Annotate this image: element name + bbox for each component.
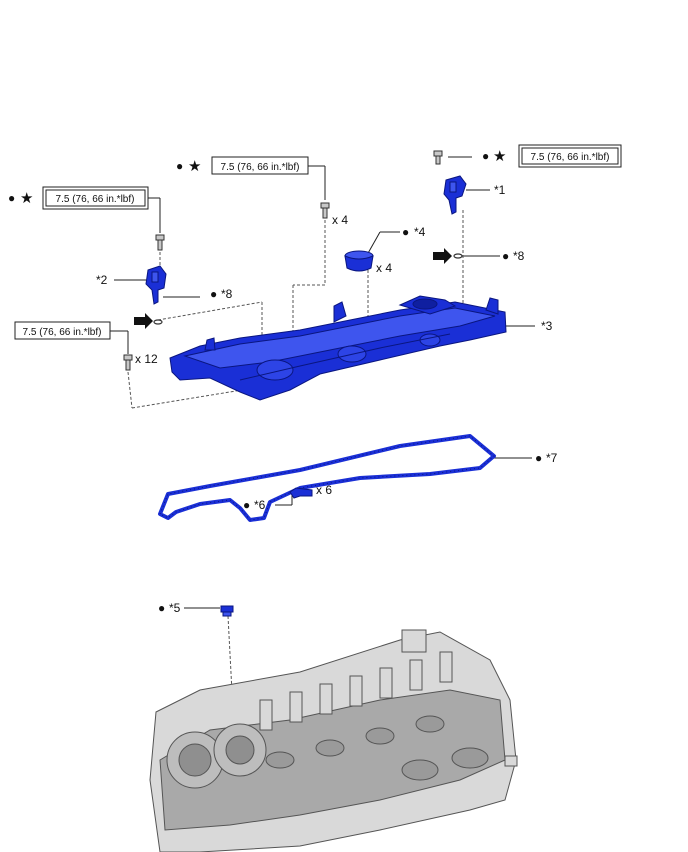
dot-symbol: ● xyxy=(402,225,409,239)
camshaft-position-sensor-icon xyxy=(443,175,467,215)
bolt-icon xyxy=(123,354,133,371)
star-icon: ★ xyxy=(20,190,33,207)
dot-symbol: ● xyxy=(210,287,217,301)
bolt-icon xyxy=(155,234,165,251)
camshaft-position-sensor-icon xyxy=(145,265,167,305)
torque-spec-text: 7.5 (76, 66 in.*lbf) xyxy=(221,162,300,173)
dot-symbol: ● xyxy=(502,249,509,263)
arrow-icon xyxy=(134,313,153,329)
callout-label: *7 xyxy=(546,451,558,465)
torque-spec-box-top-right: 7.5 (76, 66 in.*lbf) xyxy=(518,144,622,168)
quantity-label: x 4 xyxy=(376,261,392,275)
torque-spec-text: 7.5 (76, 66 in.*lbf) xyxy=(531,152,610,163)
cylinder-head-cover-icon xyxy=(169,295,507,401)
dot-symbol: ● xyxy=(535,451,542,465)
dot-symbol: ● xyxy=(158,601,165,615)
bolt-icon xyxy=(320,202,330,219)
cylinder-head-icon xyxy=(149,629,518,852)
o-ring-icon xyxy=(453,253,463,259)
callout-label: *2 xyxy=(96,273,108,287)
torque-spec-text: 7.5 (76, 66 in.*lbf) xyxy=(23,327,102,338)
callout-label: *4 xyxy=(414,225,426,239)
quantity-label: x 6 xyxy=(316,483,332,497)
dot-symbol: ● xyxy=(243,498,250,512)
clip-icon xyxy=(289,487,313,499)
callout-label: *1 xyxy=(494,183,506,197)
o-ring-icon xyxy=(153,319,163,325)
star-icon: ★ xyxy=(188,158,201,175)
installation-dashed-lines xyxy=(127,210,464,693)
cap-icon xyxy=(344,250,374,272)
star-icon: ★ xyxy=(493,148,506,165)
cylinder-head-cover-gasket-icon xyxy=(158,434,496,522)
callout-label: *6 xyxy=(254,498,266,512)
arrow-icon xyxy=(433,248,452,264)
quantity-label: x 12 xyxy=(135,352,158,366)
torque-spec-box-lower-left: 7.5 (76, 66 in.*lbf) xyxy=(14,321,111,340)
dot-symbol: ● xyxy=(482,149,489,163)
callout-label: *3 xyxy=(541,319,553,333)
callout-label: *5 xyxy=(169,601,181,615)
leader-lines xyxy=(110,156,535,609)
bolt-icon xyxy=(433,150,443,165)
callout-label: *8 xyxy=(221,287,233,301)
torque-spec-box-left: 7.5 (76, 66 in.*lbf) xyxy=(42,186,149,210)
plug-icon xyxy=(220,605,234,617)
dot-symbol: ● xyxy=(176,159,183,173)
quantity-label: x 4 xyxy=(332,213,348,227)
dot-symbol: ● xyxy=(8,191,15,205)
callout-label: *8 xyxy=(513,249,525,263)
torque-spec-text: 7.5 (76, 66 in.*lbf) xyxy=(56,194,135,205)
torque-spec-box-top-center: 7.5 (76, 66 in.*lbf) xyxy=(211,156,309,175)
